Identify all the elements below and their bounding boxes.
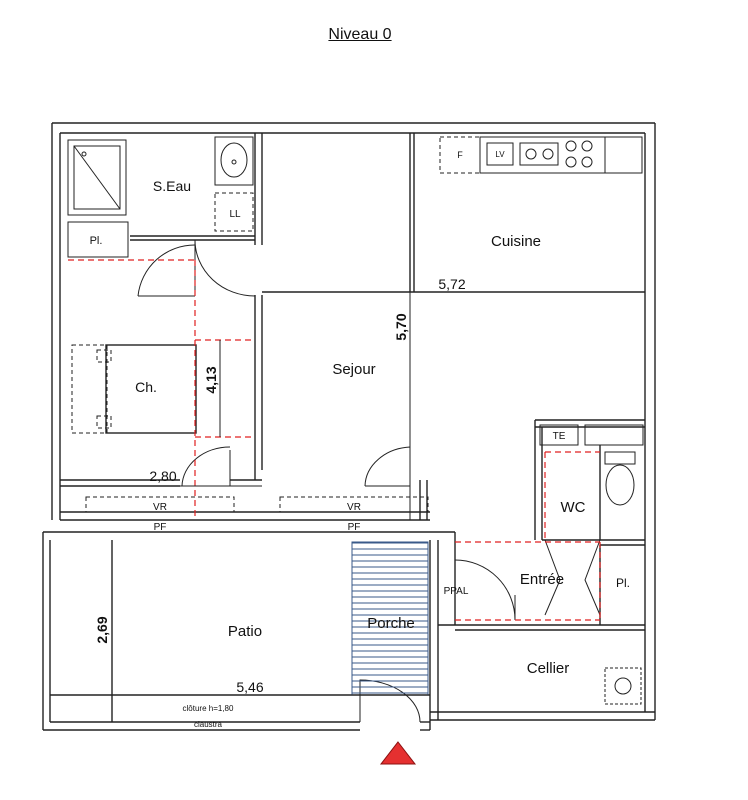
laundry-space	[214, 192, 254, 232]
boiler-circle	[614, 677, 632, 695]
washbasin	[214, 136, 254, 186]
room-label-seau: S.Eau	[153, 178, 191, 194]
appliance-label-dishwasher: LV	[495, 150, 505, 159]
note-claustra: claustra	[194, 720, 223, 729]
wc-fixtures	[539, 424, 644, 506]
window-label-pf1: PF	[154, 522, 167, 533]
room-label-cuisine: Cuisine	[491, 233, 541, 250]
plan-title: Niveau 0	[328, 26, 392, 43]
doors	[137, 239, 601, 723]
room-label-sejour: Sejour	[332, 361, 375, 378]
boiler	[604, 667, 642, 705]
room-label-ll: LL	[229, 209, 241, 220]
window-frames	[85, 496, 429, 513]
dimension-label-413: 4,13	[203, 366, 219, 393]
room-label-te: TE	[553, 431, 566, 442]
porch-stairs	[351, 541, 429, 696]
entrance-arrow-icon	[379, 741, 417, 765]
dimension-label-269: 2,69	[94, 616, 110, 643]
circulation-lines	[68, 259, 601, 621]
bed	[71, 344, 197, 434]
appliance-label-fridge: F	[457, 150, 463, 160]
interior-walls	[50, 133, 645, 722]
room-label-entree: Entrée	[520, 571, 564, 588]
kitchen-counter	[439, 136, 643, 174]
room-label-ppal: PPAL	[444, 586, 469, 597]
room-label-patio: Patio	[228, 623, 262, 640]
room-label-wc: WC	[561, 499, 586, 516]
outer-walls	[42, 122, 656, 731]
room-label-porche: Porche	[367, 615, 415, 632]
room-label-pl2: Pl.	[616, 576, 630, 590]
closet-1	[67, 221, 129, 258]
dimension-lines	[50, 133, 645, 710]
window-label-pf2: PF	[348, 522, 361, 533]
dimension-label-280: 2,80	[149, 468, 176, 484]
window-label-vr1: VR	[153, 502, 167, 513]
shower	[67, 139, 127, 216]
note-cloture: clôture h=1,80	[183, 704, 234, 713]
dimension-label-546: 5,46	[236, 679, 263, 695]
room-label-ch: Ch.	[135, 379, 157, 395]
room-label-cellier: Cellier	[527, 660, 570, 677]
window-label-vr2: VR	[347, 502, 361, 513]
room-label-pl1: Pl.	[90, 235, 103, 247]
dimension-label-572: 5,72	[438, 276, 465, 292]
dimension-label-570: 5,70	[393, 313, 409, 340]
